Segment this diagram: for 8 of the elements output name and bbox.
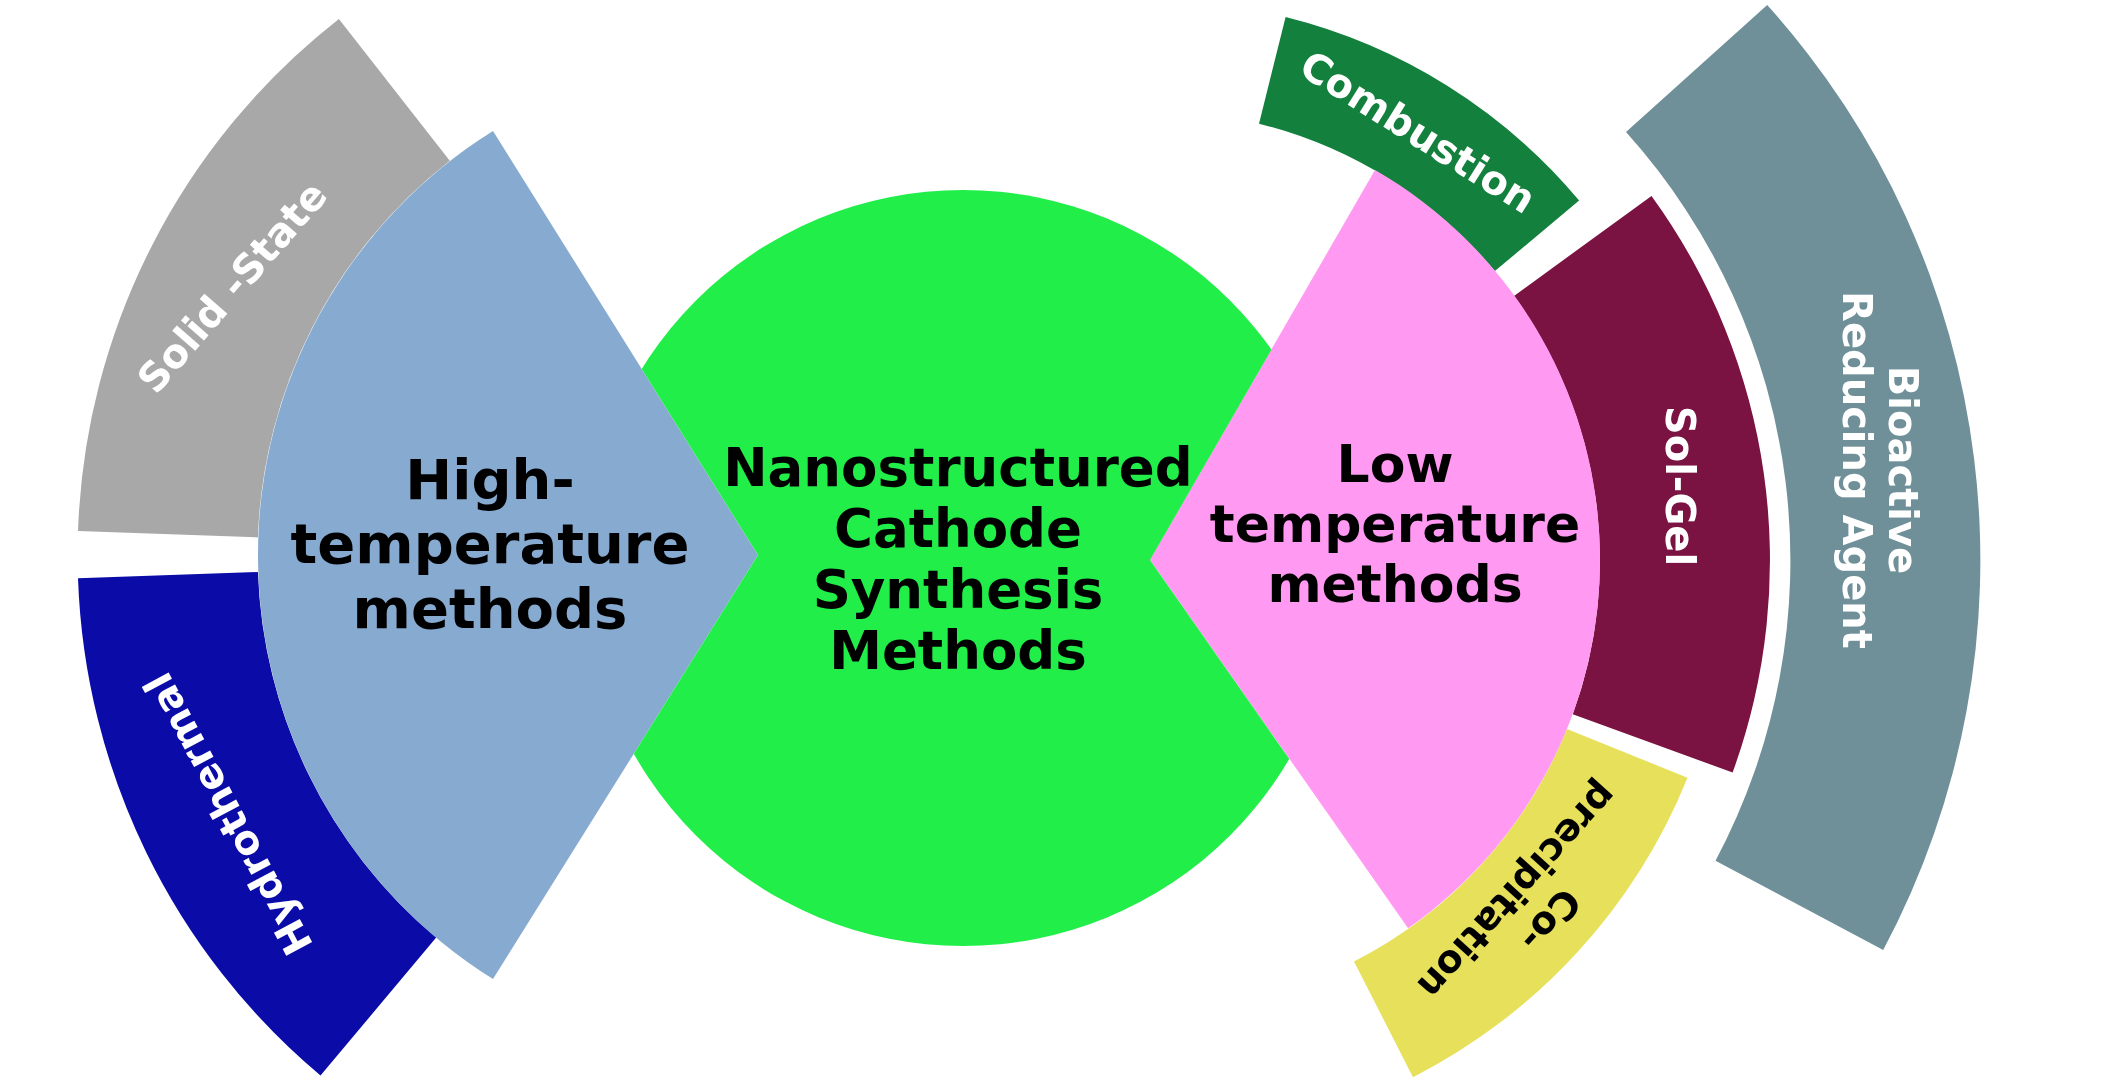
- ring-segment: [1354, 728, 1688, 1077]
- method-label: High- temperature methods: [289, 448, 691, 642]
- method-label: Low temperature methods: [1208, 435, 1582, 615]
- ring-segment: [1625, 4, 1980, 950]
- method-label: Nanostructured Cathode Synthesis Methods: [722, 438, 1194, 682]
- method-label: Bioactive Reducing Agent: [1833, 290, 1926, 652]
- ring-segment: [1258, 16, 1579, 271]
- method-label: Sol-Gel: [1656, 405, 1703, 566]
